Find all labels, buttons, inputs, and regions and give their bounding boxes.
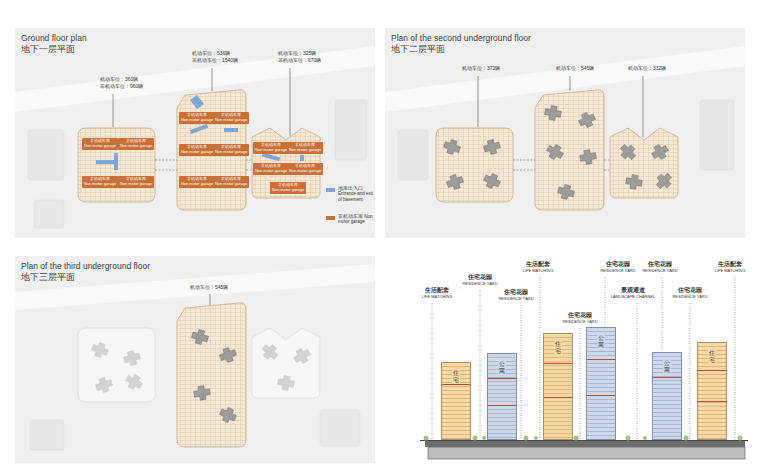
node-text: Non motor garage	[83, 144, 117, 149]
zone-label: 生活配套	[425, 287, 449, 294]
building-block: 公寓	[652, 352, 682, 440]
parking-count: 非机动车位：1540辆	[192, 58, 238, 64]
garage-box: 非机动车库Non motor garage	[213, 176, 249, 188]
garage-box: 非机动车库Non motor garage	[179, 112, 215, 124]
garage-box: 非机动车库Non motor garage	[213, 112, 249, 124]
node-text: Non motor garage	[119, 182, 153, 187]
zone-label: 住宅花园	[648, 261, 672, 268]
garage-box: 非机动车库Non motor garage	[82, 176, 118, 188]
legend-swatch	[326, 216, 335, 220]
node-text: Non motor garage	[288, 169, 322, 174]
zone-label-en: LANDSCAPE CHANNEL	[611, 295, 655, 300]
zone-label: 住宅花园	[568, 312, 592, 319]
node-text: Non motor garage	[214, 118, 248, 123]
plan-panel: Plan of the second underground floor地下二层…	[385, 28, 745, 238]
zone-label-en: RESIDENCE YARD	[642, 269, 677, 274]
building-block: 住宅	[697, 342, 727, 440]
legend-text: 地库出入口 Entrance and exit of basement	[338, 186, 375, 202]
legend-entry: 非机动车库 Non motor garage	[326, 214, 375, 225]
zone-label-en: RESIDENCE YARD	[462, 282, 497, 287]
garage-box: 非机动车库Non motor garage	[213, 144, 249, 156]
node-text: 公寓	[597, 334, 605, 349]
garage-box: 非机动车库Non motor garage	[270, 182, 306, 194]
node-text: Non motor garage	[180, 118, 214, 123]
zone-label: 生活配套	[718, 261, 742, 268]
zone-label-en: LIFE MATCHING	[422, 295, 453, 300]
legend-swatch	[326, 188, 335, 192]
node-text: 住宅	[708, 349, 716, 364]
parking-count: 非机动车位：670辆	[278, 58, 321, 64]
legend-text: 非机动车库 Non motor garage	[338, 214, 375, 225]
parking-count: 机动车位：545辆	[190, 285, 228, 291]
building-block: 住宅	[543, 333, 573, 440]
garage-box: 非机动车库Non motor garage	[82, 138, 118, 150]
panel-title: 地下二层平面	[391, 44, 739, 55]
garage-box: 非机动车库Non motor garage	[179, 176, 215, 188]
building-block: 住宅	[441, 362, 471, 440]
panel-title: Ground floor plan	[21, 33, 369, 44]
parking-count: 非机动车位：960辆	[100, 84, 143, 90]
parking-count: 机动车位：372辆	[462, 66, 500, 72]
garage-box: 非机动车库Non motor garage	[287, 163, 323, 175]
node-text: Non motor garage	[271, 188, 305, 193]
building-block: 公寓	[586, 327, 616, 440]
node-text: 公寓	[663, 359, 671, 374]
legend-entry: 地库出入口 Entrance and exit of basement	[326, 186, 375, 202]
parking-count: 机动车位：536辆	[192, 51, 230, 57]
zone-label: 住宅花园	[678, 287, 702, 294]
parking-count: 机动车位：332辆	[628, 66, 666, 72]
node-text: Non motor garage	[214, 150, 248, 155]
node-text: Non motor garage	[83, 182, 117, 187]
panel-title: 地下三层平面	[21, 272, 369, 283]
zone-label: 住宅花园	[468, 274, 492, 281]
garage-box: 非机动车库Non motor garage	[253, 142, 289, 154]
node-text: Non motor garage	[254, 148, 288, 153]
garage-box: 非机动车库Non motor garage	[118, 176, 154, 188]
parking-count: 机动车位：360辆	[100, 77, 138, 83]
panel-title: Plan of the second underground floor	[391, 33, 739, 44]
zone-label-en: LIFE MATCHING	[715, 269, 746, 274]
zone-label-en: LIFE MATCHING	[523, 269, 554, 274]
node-text: Non motor garage	[254, 169, 288, 174]
building-block: 公寓	[487, 353, 517, 440]
node-text: 公寓	[498, 360, 506, 375]
node-text: 住宅	[452, 369, 460, 384]
node-text: Non motor garage	[214, 182, 248, 187]
garage-box: 非机动车库Non motor garage	[253, 163, 289, 175]
garage-box: 非机动车库Non motor garage	[179, 144, 215, 156]
node-text: Non motor garage	[119, 144, 153, 149]
node-text: 住宅	[554, 340, 562, 355]
garage-box: 非机动车库Non motor garage	[287, 142, 323, 154]
zone-label: 住宅花园	[504, 289, 528, 296]
parking-count: 机动车位：545辆	[556, 66, 594, 72]
zone-label: 住宅花园	[606, 261, 630, 268]
zone-label-en: RESIDENCE YARD	[672, 295, 707, 300]
zone-label: 生活配套	[526, 261, 550, 268]
zone-label: 景观通道	[621, 287, 645, 294]
zone-label-en: RESIDENCE YARD	[562, 320, 597, 325]
panel-title: Plan of the third underground floor	[21, 261, 369, 272]
zone-label-en: RESIDENCE YARD	[498, 297, 533, 302]
garage-box: 非机动车库Non motor garage	[118, 138, 154, 150]
node-text: Non motor garage	[180, 150, 214, 155]
parking-count: 机动车位：325辆	[278, 51, 316, 57]
node-text: Non motor garage	[180, 182, 214, 187]
node-text: Non motor garage	[288, 148, 322, 153]
zone-label-en: RESIDENCE YARD	[600, 269, 635, 274]
